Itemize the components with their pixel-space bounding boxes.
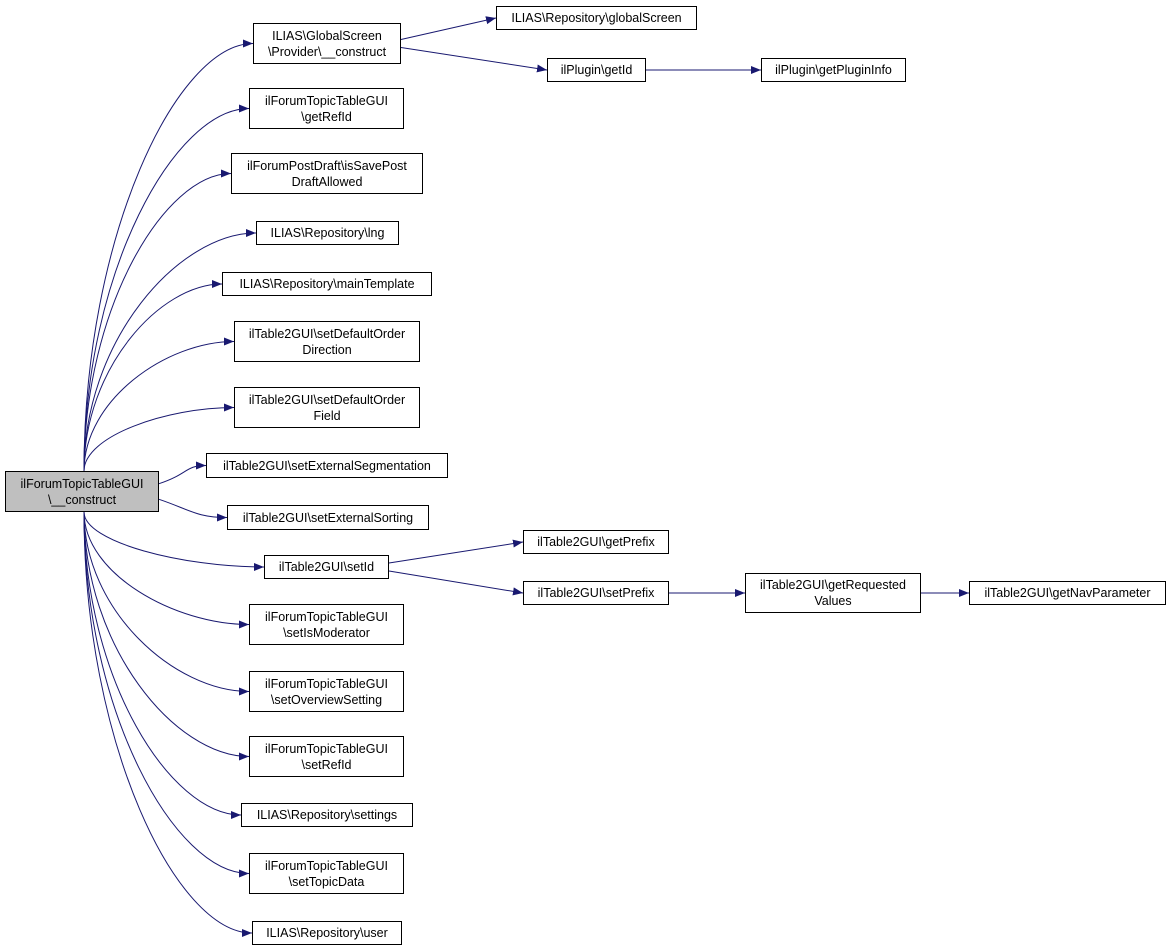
node-label-line: \setIsModerator xyxy=(283,625,370,640)
node-table2gui-setexternalsegmentation[interactable]: ilTable2GUI\setExternalSegmentation xyxy=(206,453,448,478)
node-label-line: ILIAS\Repository\globalScreen xyxy=(511,11,682,25)
node-repository-lng[interactable]: ILIAS\Repository\lng xyxy=(256,221,399,245)
edge-root-to-t2_extseg xyxy=(158,461,207,485)
node-forumtopic-setoverviewsetting[interactable]: ilForumTopicTableGUI \setOverviewSetting xyxy=(249,671,404,712)
node-globalscreen-provider-construct[interactable]: ILIAS\GlobalScreen \Provider\__construct xyxy=(253,23,401,64)
edge-root-to-repo_user xyxy=(83,511,253,937)
node-label-line: ILIAS\Repository\mainTemplate xyxy=(239,277,415,291)
node-label-line: ilTable2GUI\setId xyxy=(278,560,375,574)
node-label-line: ilForumTopicTableGUI xyxy=(265,676,388,691)
node-repository-maintemplate[interactable]: ILIAS\Repository\mainTemplate xyxy=(222,272,432,296)
node-table2gui-setprefix[interactable]: ilTable2GUI\setPrefix xyxy=(523,581,669,605)
node-repository-globalscreen[interactable]: ILIAS\Repository\globalScreen xyxy=(496,6,697,30)
edge-root-to-ft_settopic xyxy=(83,511,250,878)
edge-root-to-repo_lng xyxy=(83,229,257,472)
node-table2gui-setexternalsorting[interactable]: ilTable2GUI\setExternalSorting xyxy=(227,505,429,530)
edge-root-to-ft_setrefid xyxy=(83,511,250,761)
node-plugin-getplugininfo[interactable]: ilPlugin\getPluginInfo xyxy=(761,58,906,82)
edge-root-to-gs_construct xyxy=(83,39,254,472)
node-label-line: ilTable2GUI\getNavParameter xyxy=(984,586,1151,600)
node-label-line: ILIAS\Repository\user xyxy=(266,926,388,940)
edge-t2_setid-to-t2_setprefix xyxy=(388,570,524,596)
node-label-line: \__construct xyxy=(47,492,117,507)
node-table2gui-setid[interactable]: ilTable2GUI\setId xyxy=(264,555,389,579)
node-label-line: \getRefId xyxy=(301,109,352,124)
node-repository-user[interactable]: ILIAS\Repository\user xyxy=(252,921,402,945)
edge-gs_construct-to-repo_globalscreen xyxy=(400,16,497,40)
node-label-line: ILIAS\Repository\settings xyxy=(256,808,398,822)
node-label-line: DraftAllowed xyxy=(291,174,363,189)
node-repository-settings[interactable]: ILIAS\Repository\settings xyxy=(241,803,413,827)
node-forumtopic-getrefid[interactable]: ilForumTopicTableGUI \getRefId xyxy=(249,88,404,129)
edge-root-to-ft_getrefid xyxy=(83,104,250,472)
node-label-line: Values xyxy=(814,594,852,608)
node-label-line: ILIAS\GlobalScreen xyxy=(272,28,382,43)
node-label-line: ilForumTopicTableGUI xyxy=(265,741,388,756)
node-table2gui-getrequestedvalues[interactable]: ilTable2GUI\getRequested Values xyxy=(745,573,921,613)
node-table2gui-getnavparameter[interactable]: ilTable2GUI\getNavParameter xyxy=(969,581,1166,605)
node-forumtopic-setismoderator[interactable]: ilForumTopicTableGUI \setIsModerator xyxy=(249,604,404,645)
node-forumtopic-settopicdata[interactable]: ilForumTopicTableGUI \setTopicData xyxy=(249,853,404,894)
node-label-line: Direction xyxy=(302,342,352,357)
node-label-line: ilPlugin\getId xyxy=(560,63,633,77)
edge-root-to-repo_settings xyxy=(83,511,242,819)
node-label-line: \setOverviewSetting xyxy=(270,692,383,707)
node-label-line: ilForumTopicTableGUI xyxy=(265,858,388,873)
edge-root-to-t2_setid xyxy=(83,511,265,571)
edge-t2_setid-to-t2_getprefix xyxy=(388,539,524,564)
node-label-line: ilTable2GUI\setExternalSegmentation xyxy=(223,458,431,473)
node-label-line: Field xyxy=(313,408,341,423)
node-root-construct[interactable]: ilForumTopicTableGUI \__construct xyxy=(5,471,159,512)
node-forumtopic-setrefid[interactable]: ilForumTopicTableGUI \setRefId xyxy=(249,736,404,777)
node-label-line: \Provider\__construct xyxy=(267,44,387,59)
node-label-line: \setRefId xyxy=(301,757,352,772)
node-label-line: ilForumTopicTableGUI xyxy=(265,93,388,108)
edge-root-to-ft_setmod xyxy=(83,511,250,629)
node-label-line: \setTopicData xyxy=(288,874,365,889)
node-label-line: ilForumTopicTableGUI xyxy=(265,609,388,624)
node-label-line: ilTable2GUI\setDefaultOrder xyxy=(248,392,406,407)
node-label-line: ILIAS\Repository\lng xyxy=(270,226,385,240)
edge-gs_construct-to-plugin_getid xyxy=(400,47,548,73)
node-label-line: ilTable2GUI\setDefaultOrder xyxy=(248,326,406,341)
edge-root-to-repo_maintpl xyxy=(83,280,223,472)
node-plugin-getid[interactable]: ilPlugin\getId xyxy=(547,58,646,82)
node-table2gui-setdefaultorderdirection[interactable]: ilTable2GUI\setDefaultOrder Direction xyxy=(234,321,420,362)
edge-root-to-t2_extsort xyxy=(158,498,228,522)
node-label-line: ilForumPostDraft\isSavePost xyxy=(247,158,407,173)
node-label-line: ilTable2GUI\getRequested xyxy=(760,578,906,592)
node-label-line: ilTable2GUI\getPrefix xyxy=(537,535,655,549)
node-postdraft-issavepostdraftallowed[interactable]: ilForumPostDraft\isSavePost DraftAllowed xyxy=(231,153,423,194)
edge-root-to-t2_orderdir xyxy=(83,337,235,472)
node-label-line: ilPlugin\getPluginInfo xyxy=(775,63,892,77)
node-label-line: ilTable2GUI\setPrefix xyxy=(537,586,655,600)
node-label-line: ilTable2GUI\setExternalSorting xyxy=(242,510,414,525)
edge-root-to-t2_orderfield xyxy=(83,403,235,472)
node-table2gui-getprefix[interactable]: ilTable2GUI\getPrefix xyxy=(523,530,669,554)
node-table2gui-setdefaultorderfield[interactable]: ilTable2GUI\setDefaultOrder Field xyxy=(234,387,420,428)
node-label-line: ilForumTopicTableGUI xyxy=(20,476,144,491)
edge-root-to-ft_setoverview xyxy=(83,511,250,696)
edge-root-to-draft_allowed xyxy=(83,169,232,472)
